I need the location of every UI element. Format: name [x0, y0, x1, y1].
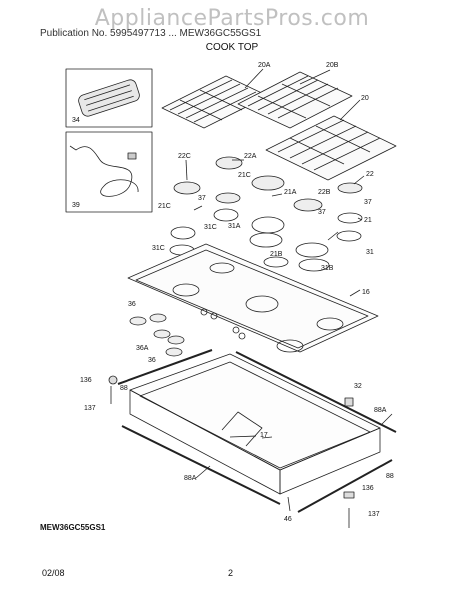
callout-21c: 21C — [158, 203, 171, 210]
callout-136-right: 136 — [362, 485, 374, 492]
publication-line: Publication No. 5995497713 ... MEW36GC55… — [40, 28, 262, 39]
callout-36a: 36A — [136, 345, 149, 352]
clip-32-icon — [344, 397, 354, 407]
callout-31: 31 — [366, 249, 374, 256]
callout-17: 17 — [260, 432, 268, 439]
callout-37b: 37 — [318, 209, 326, 216]
callout-21: 21 — [364, 217, 372, 224]
callout-16: 16 — [362, 289, 370, 296]
burner-head-21c-icon — [170, 226, 196, 240]
callout-88-right: 88 — [386, 473, 394, 480]
callout-37a: 37 — [198, 195, 206, 202]
callout-39: 39 — [72, 202, 80, 209]
callout-34: 34 — [72, 117, 80, 124]
callout-20a: 20A — [258, 62, 271, 69]
callout-88a-left: 88A — [184, 475, 197, 482]
cord-plug-icon — [127, 152, 137, 160]
callout-36b: 36 — [148, 357, 156, 364]
bracket-136-right-icon — [343, 491, 355, 499]
trim-bottom-icon — [121, 425, 281, 505]
ring-31-icon — [336, 230, 362, 242]
callout-20: 20 — [361, 95, 369, 102]
callout-21a: 21A — [284, 189, 297, 196]
cord-icon — [75, 146, 139, 197]
callout-137-left: 137 — [84, 405, 96, 412]
callout-31c-mid: 31C — [204, 224, 217, 231]
callout-32: 32 — [354, 383, 362, 390]
callout-88-left: 88 — [120, 385, 128, 392]
callout-22c: 22C — [178, 153, 191, 160]
cooktop-glass-icon — [127, 243, 379, 353]
burner-head-21b-icon — [295, 242, 329, 258]
callout-21c-top: 21C — [238, 172, 251, 179]
inset-cord — [65, 131, 153, 213]
trim-right-bottom-icon — [297, 459, 393, 513]
burner-head-21a-icon — [251, 216, 285, 234]
callout-37c: 37 — [364, 199, 372, 206]
burner-head-21-icon — [337, 212, 363, 224]
burner-cap-22a-icon — [215, 156, 243, 170]
ring-31b-icon — [298, 258, 330, 272]
burner-cap-22c-icon — [173, 181, 201, 195]
callout-31c: 31C — [152, 245, 165, 252]
ring-31a-icon — [249, 232, 283, 248]
knobs-icon — [129, 313, 185, 357]
page-number: 2 — [228, 568, 234, 578]
burner-cap-22b-icon — [293, 198, 323, 212]
burner-cap-22-icon — [337, 182, 363, 194]
watermark: AppliancePartsPros.com — [94, 6, 370, 31]
callout-137-right: 137 — [368, 511, 380, 518]
griddle-icon — [78, 79, 140, 117]
callout-46: 46 — [284, 516, 292, 523]
trim-right-top-icon — [235, 351, 397, 433]
callout-20b: 20B — [326, 62, 339, 69]
callout-31b: 31B — [321, 265, 334, 272]
burner-cap-21a-icon — [251, 175, 285, 191]
callout-22: 22 — [366, 171, 374, 178]
grate-lower-right-icon — [265, 115, 397, 181]
trim-top-icon — [117, 349, 213, 385]
burner-head-31c-icon — [213, 208, 239, 222]
model-number: MEW36GC55GS1 — [40, 523, 106, 532]
burner-cap-21c-icon — [215, 192, 241, 204]
callout-36: 36 — [128, 301, 136, 308]
callout-22a: 22A — [244, 153, 257, 160]
callout-136-left: 136 — [80, 377, 92, 384]
burner-box-icon — [129, 353, 381, 495]
callout-31a: 31A — [228, 223, 241, 230]
grate-right-icon — [237, 71, 353, 129]
publication-date: 02/08 — [42, 568, 65, 578]
callout-21b: 21B — [270, 251, 283, 258]
section-title: COOK TOP — [205, 42, 259, 53]
callout-22b: 22B — [318, 189, 331, 196]
callout-88a-right: 88A — [374, 407, 387, 414]
bracket-136-left-icon — [108, 375, 118, 385]
inset-griddle — [65, 68, 153, 128]
